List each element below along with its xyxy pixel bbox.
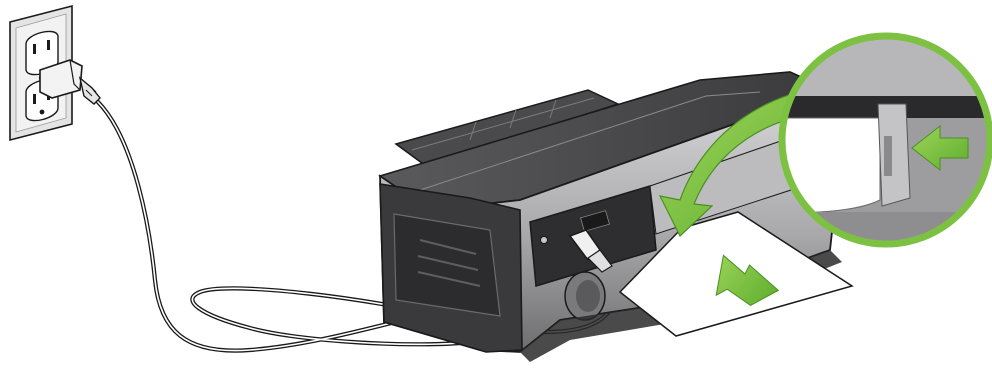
- printer-setup-illustration: [0, 0, 992, 384]
- illustration-stage: [0, 0, 992, 384]
